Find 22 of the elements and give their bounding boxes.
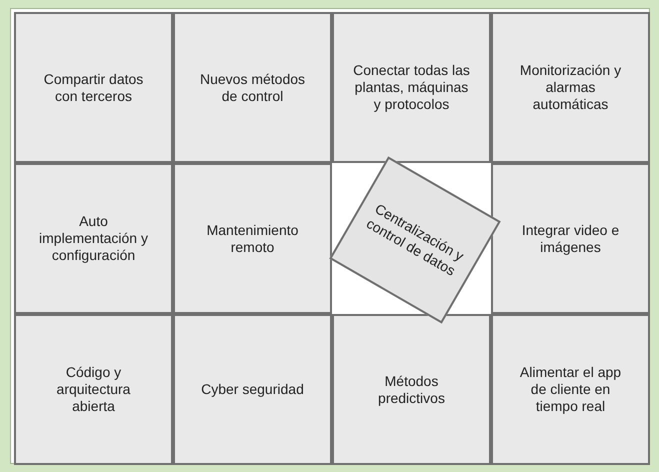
piece-label: Integrar video e imágenes bbox=[520, 222, 620, 256]
piece-label: Mantenimiento remoto bbox=[206, 222, 300, 256]
puzzle-piece bbox=[491, 12, 650, 163]
puzzle-piece bbox=[173, 12, 332, 163]
puzzle-piece bbox=[14, 163, 173, 314]
piece-label: Monitorización y alarmas automáticas bbox=[518, 62, 622, 113]
puzzle-piece bbox=[14, 12, 173, 163]
puzzle-piece bbox=[173, 163, 332, 314]
piece-label: Compartir datos con terceros bbox=[42, 70, 144, 104]
piece-label: Código y arquitectura abierta bbox=[56, 364, 132, 415]
piece-label: Métodos predictivos bbox=[377, 372, 446, 406]
puzzle-piece bbox=[491, 314, 650, 465]
piece-label: Alimentar el app de cliente en tiempo real bbox=[518, 364, 622, 415]
piece-label: Conectar todas las plantas, máquinas y protocolos bbox=[352, 62, 471, 113]
piece-label: Cyber seguridad bbox=[201, 381, 304, 398]
puzzle-piece bbox=[332, 12, 491, 163]
puzzle-piece bbox=[332, 314, 491, 465]
puzzle-piece bbox=[14, 314, 173, 465]
puzzle-piece bbox=[173, 314, 332, 465]
puzzle-piece bbox=[491, 163, 650, 314]
piece-label: Auto implementación y configuración bbox=[38, 213, 149, 264]
piece-label: Nuevos métodos de control bbox=[198, 70, 306, 104]
